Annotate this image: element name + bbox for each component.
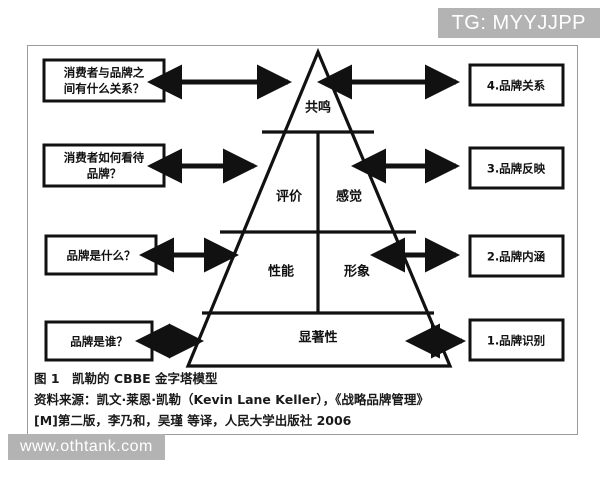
site-watermark: www.othtank.com bbox=[8, 434, 165, 460]
stage-box-relationships: 4.品牌关系 bbox=[468, 63, 565, 107]
figure-caption: 图 1 凯勒的 CBBE 金字塔模型 资料来源：凯文·莱恩·凯勒（Kevin L… bbox=[34, 368, 554, 431]
stage-box-response: 3.品牌反映 bbox=[468, 146, 565, 190]
question-box-identity-line1: 品牌是谁？ bbox=[70, 335, 128, 349]
pyramid-shape bbox=[185, 47, 453, 368]
caption-line-publisher: [M]第二版，李乃和，吴瑾 等译，人民大学出版社 2006 bbox=[34, 413, 352, 428]
stage-box-identity: 1.品牌识别 bbox=[468, 318, 565, 362]
question-box-relationship-line2: 间有什么关系？ bbox=[64, 82, 145, 96]
question-box-meaning: 品牌是什么？ bbox=[44, 234, 158, 276]
question-box-identity: 品牌是谁？ bbox=[44, 320, 154, 362]
stage-box-relationships-label: 4.品牌关系 bbox=[487, 79, 546, 93]
stage-box-meaning-label: 2.品牌内涵 bbox=[487, 250, 545, 264]
arrow-group-left bbox=[135, 64, 293, 359]
question-box-relationship: 消费者与品牌之 间有什么关系？ bbox=[42, 58, 166, 103]
tier-label-salience: 显著性 bbox=[298, 330, 337, 346]
stage-box-meaning: 2.品牌内涵 bbox=[468, 234, 565, 278]
tier-label-judgments: 评价 bbox=[276, 190, 303, 205]
stage-box-response-label: 3.品牌反映 bbox=[487, 162, 546, 176]
caption-line-source: 资料来源：凯文·莱恩·凯勒（Kevin Lane Keller），《战略品牌管理… bbox=[34, 392, 429, 407]
question-box-response-line1: 消费者如何看待 bbox=[64, 151, 145, 165]
question-box-relationship-line1: 消费者与品牌之 bbox=[64, 66, 145, 80]
telegram-watermark: TG: MYYJJPP bbox=[437, 8, 600, 38]
tier-label-feelings: 感觉 bbox=[336, 189, 362, 205]
stage-box-identity-label: 1.品牌识别 bbox=[487, 334, 545, 348]
question-box-response-line2: 品牌？ bbox=[87, 167, 122, 181]
arrow-group-right bbox=[317, 64, 467, 359]
question-box-meaning-line1: 品牌是什么？ bbox=[67, 249, 136, 263]
tier-label-performance: 性能 bbox=[268, 264, 294, 280]
question-box-response: 消费者如何看待 品牌？ bbox=[42, 143, 166, 188]
tier-label-resonance: 共鸣 bbox=[305, 100, 331, 116]
tier-label-imagery: 形象 bbox=[344, 264, 370, 280]
caption-line-title: 图 1 凯勒的 CBBE 金字塔模型 bbox=[34, 371, 218, 386]
